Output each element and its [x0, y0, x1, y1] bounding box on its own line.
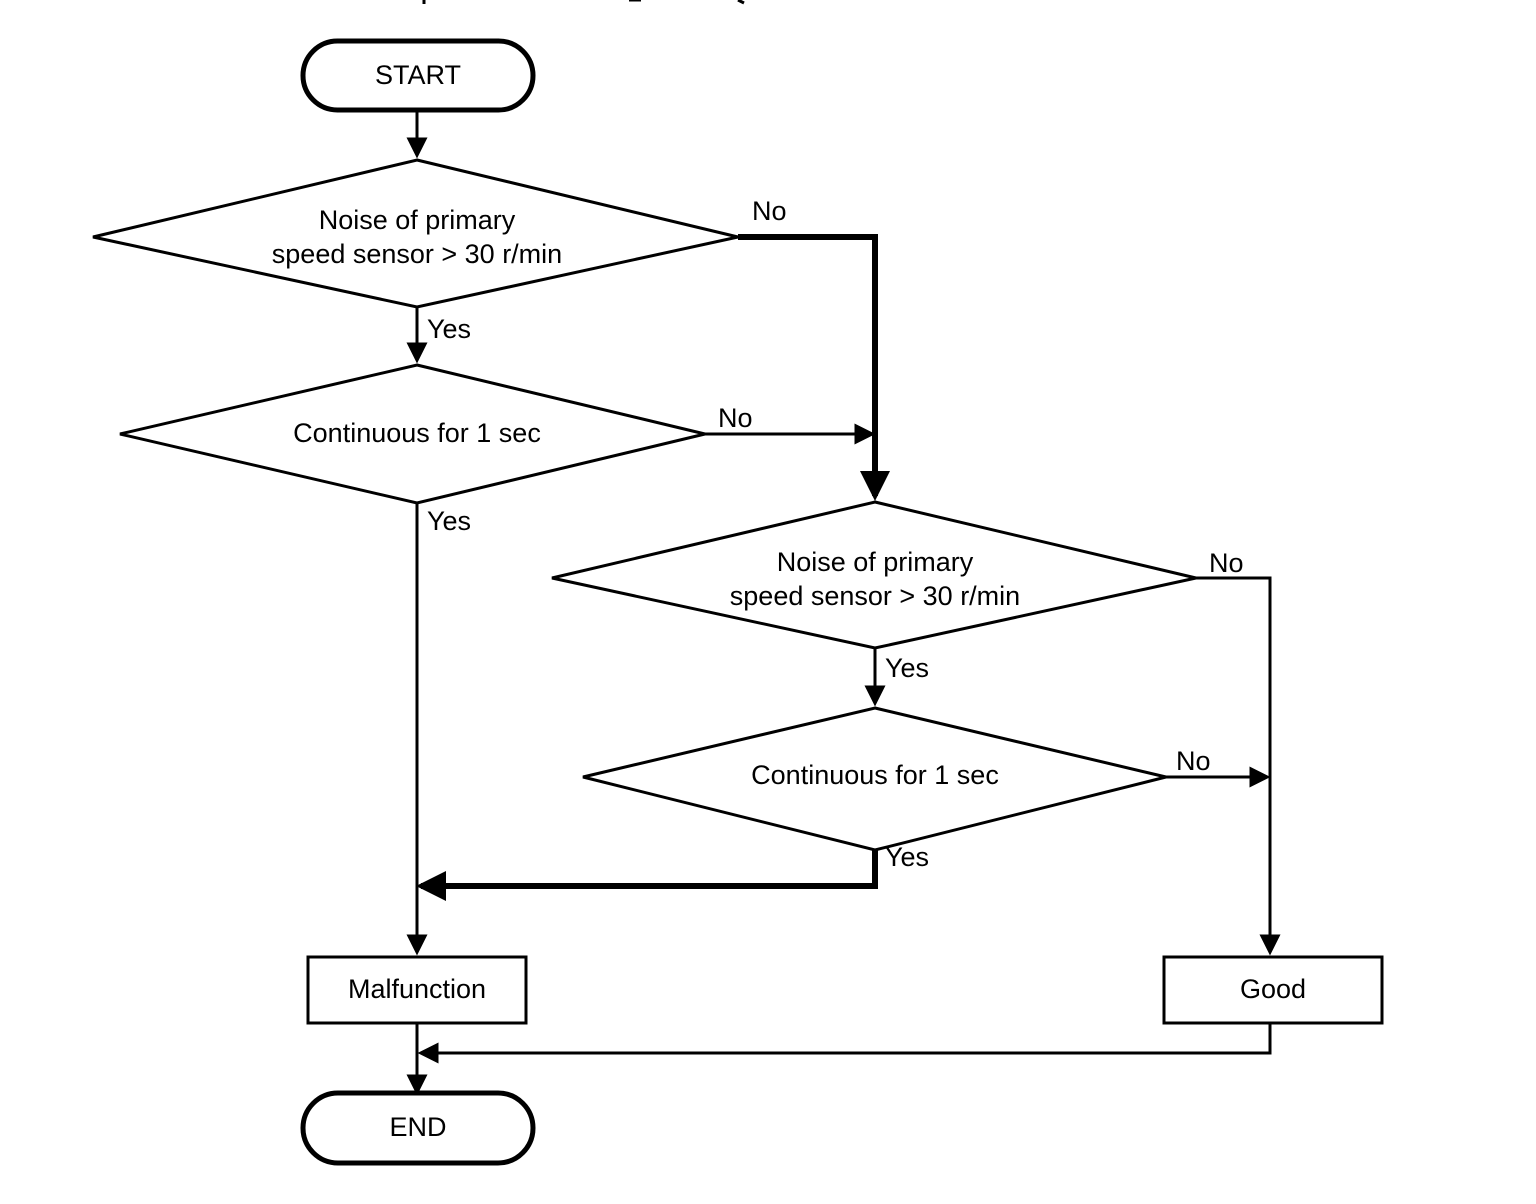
connector-decision4-yes-to-malfunction-trunk — [416, 850, 878, 901]
decision1-shape — [92, 158, 739, 309]
node-end: END — [300, 1090, 536, 1166]
good-label: Good — [1240, 974, 1306, 1004]
decision3-no-label: No — [1209, 548, 1244, 578]
node-malfunction: Malfunction — [306, 955, 528, 1025]
decision4-label: Continuous for 1 sec — [751, 760, 999, 790]
node-decision4: Continuous for 1 sec No Yes — [582, 706, 1211, 872]
end-terminator-shape — [300, 1090, 536, 1166]
decision3-shape — [551, 500, 1197, 650]
end-label: END — [389, 1112, 446, 1142]
decision3-label-line2: speed sensor > 30 r/min — [730, 581, 1020, 611]
decision2-no-label: No — [718, 403, 753, 433]
node-decision2: Continuous for 1 sec No Yes — [119, 363, 753, 536]
node-decision1: Noise of primary speed sensor > 30 r/min… — [92, 158, 787, 344]
start-terminator-shape — [300, 38, 536, 113]
decision2-label: Continuous for 1 sec — [293, 418, 541, 448]
node-start: START — [300, 38, 536, 113]
good-shape — [1162, 955, 1384, 1025]
malfunction-shape — [306, 955, 528, 1025]
node-decision3: Noise of primary speed sensor > 30 r/min… — [551, 500, 1244, 683]
start-label: START — [375, 60, 461, 90]
decision3-label-line1: Noise of primary — [777, 547, 974, 577]
decision2-yes-label: Yes — [427, 506, 471, 536]
connector-decision3-no-to-good — [1196, 576, 1281, 956]
cropped-title-marks — [422, 0, 745, 5]
decision1-label-line1: Noise of primary — [319, 205, 516, 235]
decision2-shape — [119, 363, 706, 505]
malfunction-label: Malfunction — [348, 974, 486, 1004]
decision3-yes-label: Yes — [885, 653, 929, 683]
decision4-yes-label: Yes — [885, 842, 929, 872]
decision4-shape — [582, 706, 1167, 852]
connector-good-to-end-trunk — [417, 1023, 1272, 1064]
decision4-no-label: No — [1176, 746, 1211, 776]
node-good: Good — [1162, 955, 1384, 1025]
decision1-yes-label: Yes — [427, 314, 471, 344]
connector-decision1-no-to-decision3 — [738, 234, 890, 501]
decision1-label-line2: speed sensor > 30 r/min — [272, 239, 562, 269]
decision1-no-label: No — [752, 196, 787, 226]
